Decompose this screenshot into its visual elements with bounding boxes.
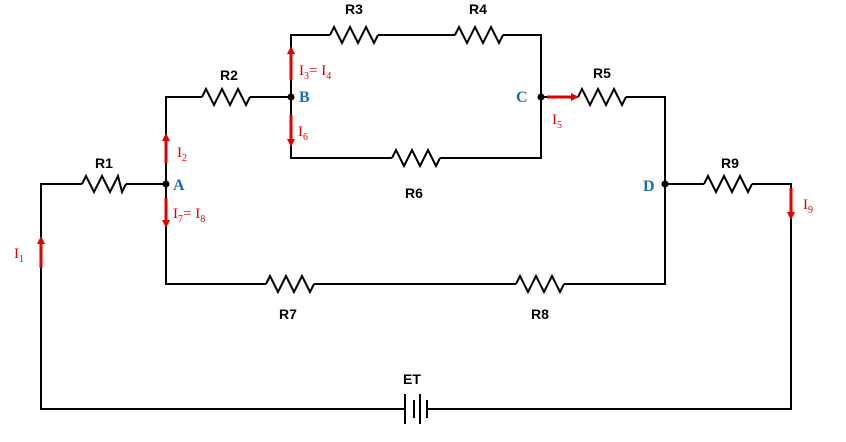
resistor-r6 [391, 147, 441, 169]
label-r1: R1 [95, 155, 113, 171]
node-dot-b [287, 93, 295, 101]
node-dot-d [661, 180, 669, 188]
resistor-r3 [329, 24, 379, 46]
label-i1: I1 [14, 246, 24, 265]
label-i6: I6 [298, 124, 308, 143]
resistor-r1 [81, 173, 127, 195]
label-r2: R2 [220, 67, 238, 83]
wire-r6-c [440, 97, 542, 159]
label-node-d: D [643, 178, 655, 195]
node-dot-a [162, 180, 170, 188]
label-r7: R7 [279, 306, 297, 322]
label-i3-i4: I3= I4 [299, 63, 331, 82]
label-node-c: C [516, 89, 528, 106]
node-dots [162, 93, 669, 188]
label-battery: ET [403, 371, 421, 387]
current-labels: I1 I2 I3= I4 I5 I6 I7= I8 I9 [14, 63, 813, 265]
label-i9: I9 [803, 197, 813, 216]
label-r5: R5 [593, 65, 611, 81]
wire-b-r6 [290, 97, 392, 159]
current-arrows [37, 46, 795, 268]
resistor-r7 [265, 273, 315, 295]
wire-bottom-right [428, 183, 792, 410]
label-i2: I2 [177, 145, 187, 164]
label-node-b: B [299, 89, 310, 106]
label-r4: R4 [469, 1, 487, 17]
wire-r5-d [626, 96, 666, 184]
label-node-a: A [173, 177, 185, 194]
wires [40, 34, 792, 410]
resistors [81, 24, 753, 295]
wire-a-r7 [165, 184, 266, 285]
wire-left-vertical [40, 183, 400, 410]
node-dot-c [537, 93, 545, 101]
label-r3: R3 [345, 1, 363, 17]
label-i7-i8: I7= I8 [173, 206, 205, 225]
label-r8: R8 [531, 306, 549, 322]
resistor-r4 [454, 24, 504, 46]
resistor-r2 [201, 86, 251, 108]
resistor-r9 [703, 173, 753, 195]
resistor-r8 [515, 273, 565, 295]
wire-r4-c [503, 34, 542, 97]
node-labels: A B C D [173, 89, 655, 195]
resistor-r5 [577, 86, 627, 108]
label-r6: R6 [405, 185, 423, 201]
label-i5: I5 [552, 112, 562, 131]
label-r9: R9 [721, 155, 739, 171]
wire-a-r2 [165, 96, 202, 184]
battery-et [400, 394, 428, 424]
wire-r8-d [564, 184, 666, 285]
resistor-labels: R1 R2 R3 R4 R5 R6 R7 R8 R9 ET [95, 1, 739, 387]
